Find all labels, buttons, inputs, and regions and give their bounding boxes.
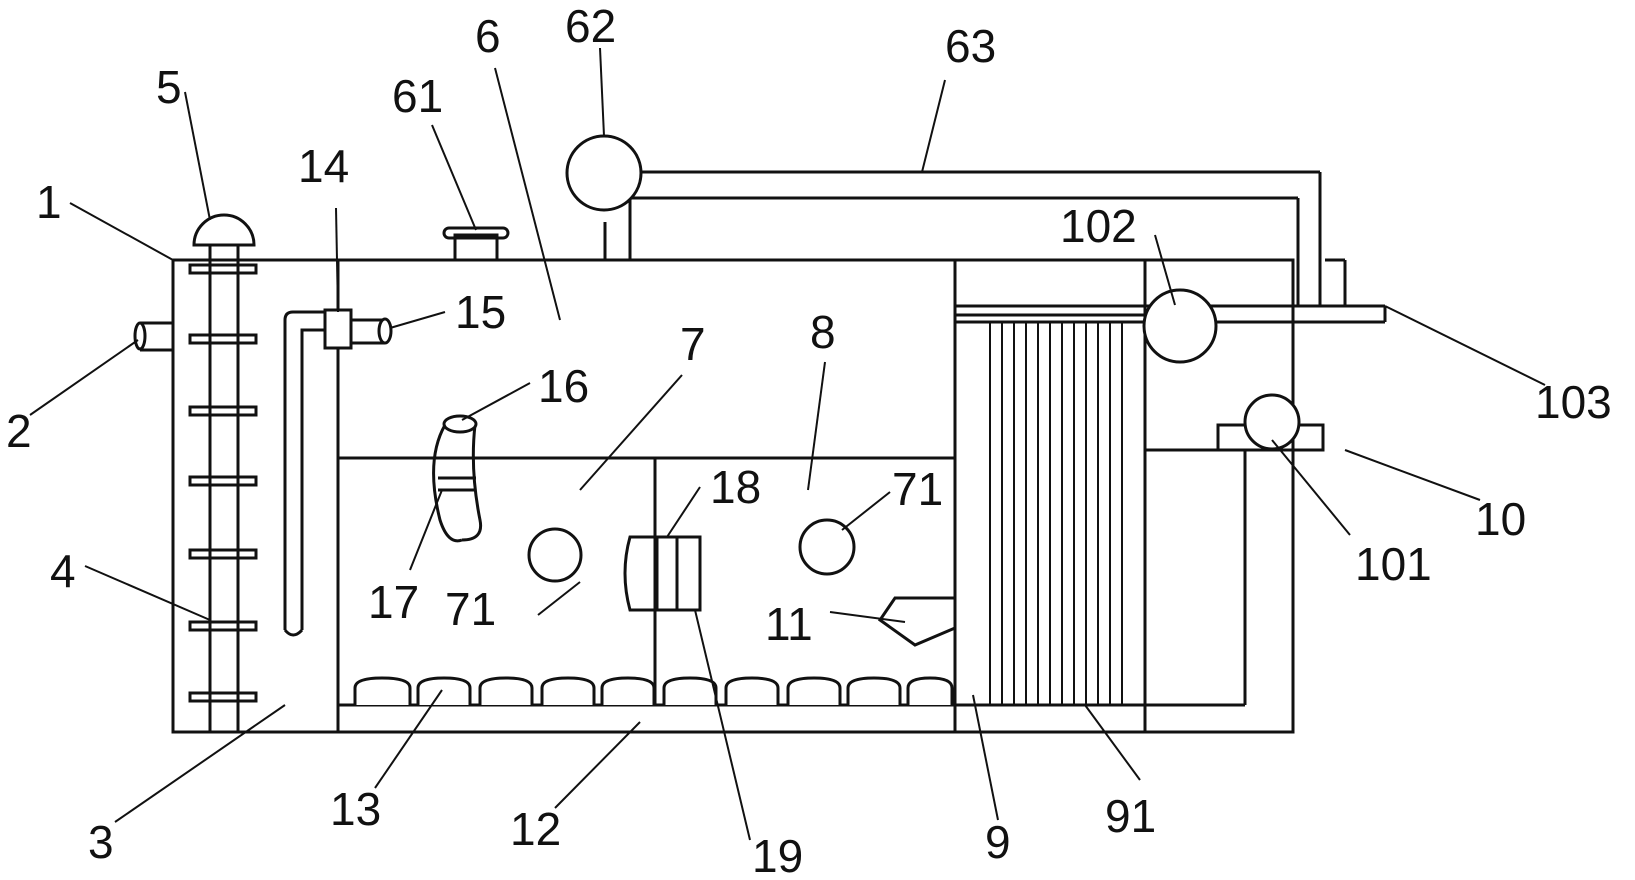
membrane-module <box>953 313 1147 707</box>
label-18: 18 <box>710 461 761 513</box>
pump-102 <box>1142 288 1218 364</box>
return-pipe <box>603 170 1347 306</box>
item-11 <box>877 596 956 647</box>
label-8: 8 <box>810 306 836 358</box>
item-71-left <box>527 527 583 583</box>
pipe-outlet-15 <box>377 317 393 345</box>
item-71-right <box>798 518 856 576</box>
label-13: 13 <box>330 783 381 835</box>
label-6: 6 <box>475 10 501 62</box>
label-2: 2 <box>6 405 32 457</box>
label-91: 91 <box>1105 790 1156 842</box>
label-15: 15 <box>455 286 506 338</box>
internal-pipe <box>283 308 393 637</box>
label-9: 9 <box>985 816 1011 868</box>
label-7: 7 <box>680 318 706 370</box>
label-71-left: 71 <box>445 583 496 635</box>
label-63: 63 <box>945 20 996 72</box>
label-102: 102 <box>1060 200 1137 252</box>
vent-pipe <box>192 213 256 732</box>
label-17: 17 <box>368 576 419 628</box>
diffusers <box>353 676 954 705</box>
label-5: 5 <box>156 61 182 113</box>
label-62: 62 <box>565 0 616 52</box>
inlet-pipe-2 <box>133 321 173 352</box>
leader-lines <box>29 47 1546 841</box>
device-18 <box>623 535 702 612</box>
label-61: 61 <box>392 70 443 122</box>
label-101: 101 <box>1355 538 1432 590</box>
label-10: 10 <box>1475 493 1526 545</box>
label-14: 14 <box>298 140 349 192</box>
labels: 1 2 3 4 5 6 61 62 63 7 71 71 8 9 91 10 1… <box>6 0 1612 880</box>
column-flanges <box>188 263 258 703</box>
inlet-61 <box>442 226 510 262</box>
label-71-right: 71 <box>892 463 943 515</box>
label-12: 12 <box>510 803 561 855</box>
label-11: 11 <box>765 598 813 650</box>
valve-14 <box>323 308 353 350</box>
label-3: 3 <box>88 816 114 868</box>
label-1: 1 <box>36 176 62 228</box>
label-103: 103 <box>1535 376 1612 428</box>
curved-pipe <box>432 414 483 543</box>
label-4: 4 <box>50 545 76 597</box>
pump-62 <box>565 134 643 212</box>
pump-101 <box>1216 393 1325 452</box>
label-16: 16 <box>538 360 589 412</box>
label-19: 19 <box>752 830 803 880</box>
